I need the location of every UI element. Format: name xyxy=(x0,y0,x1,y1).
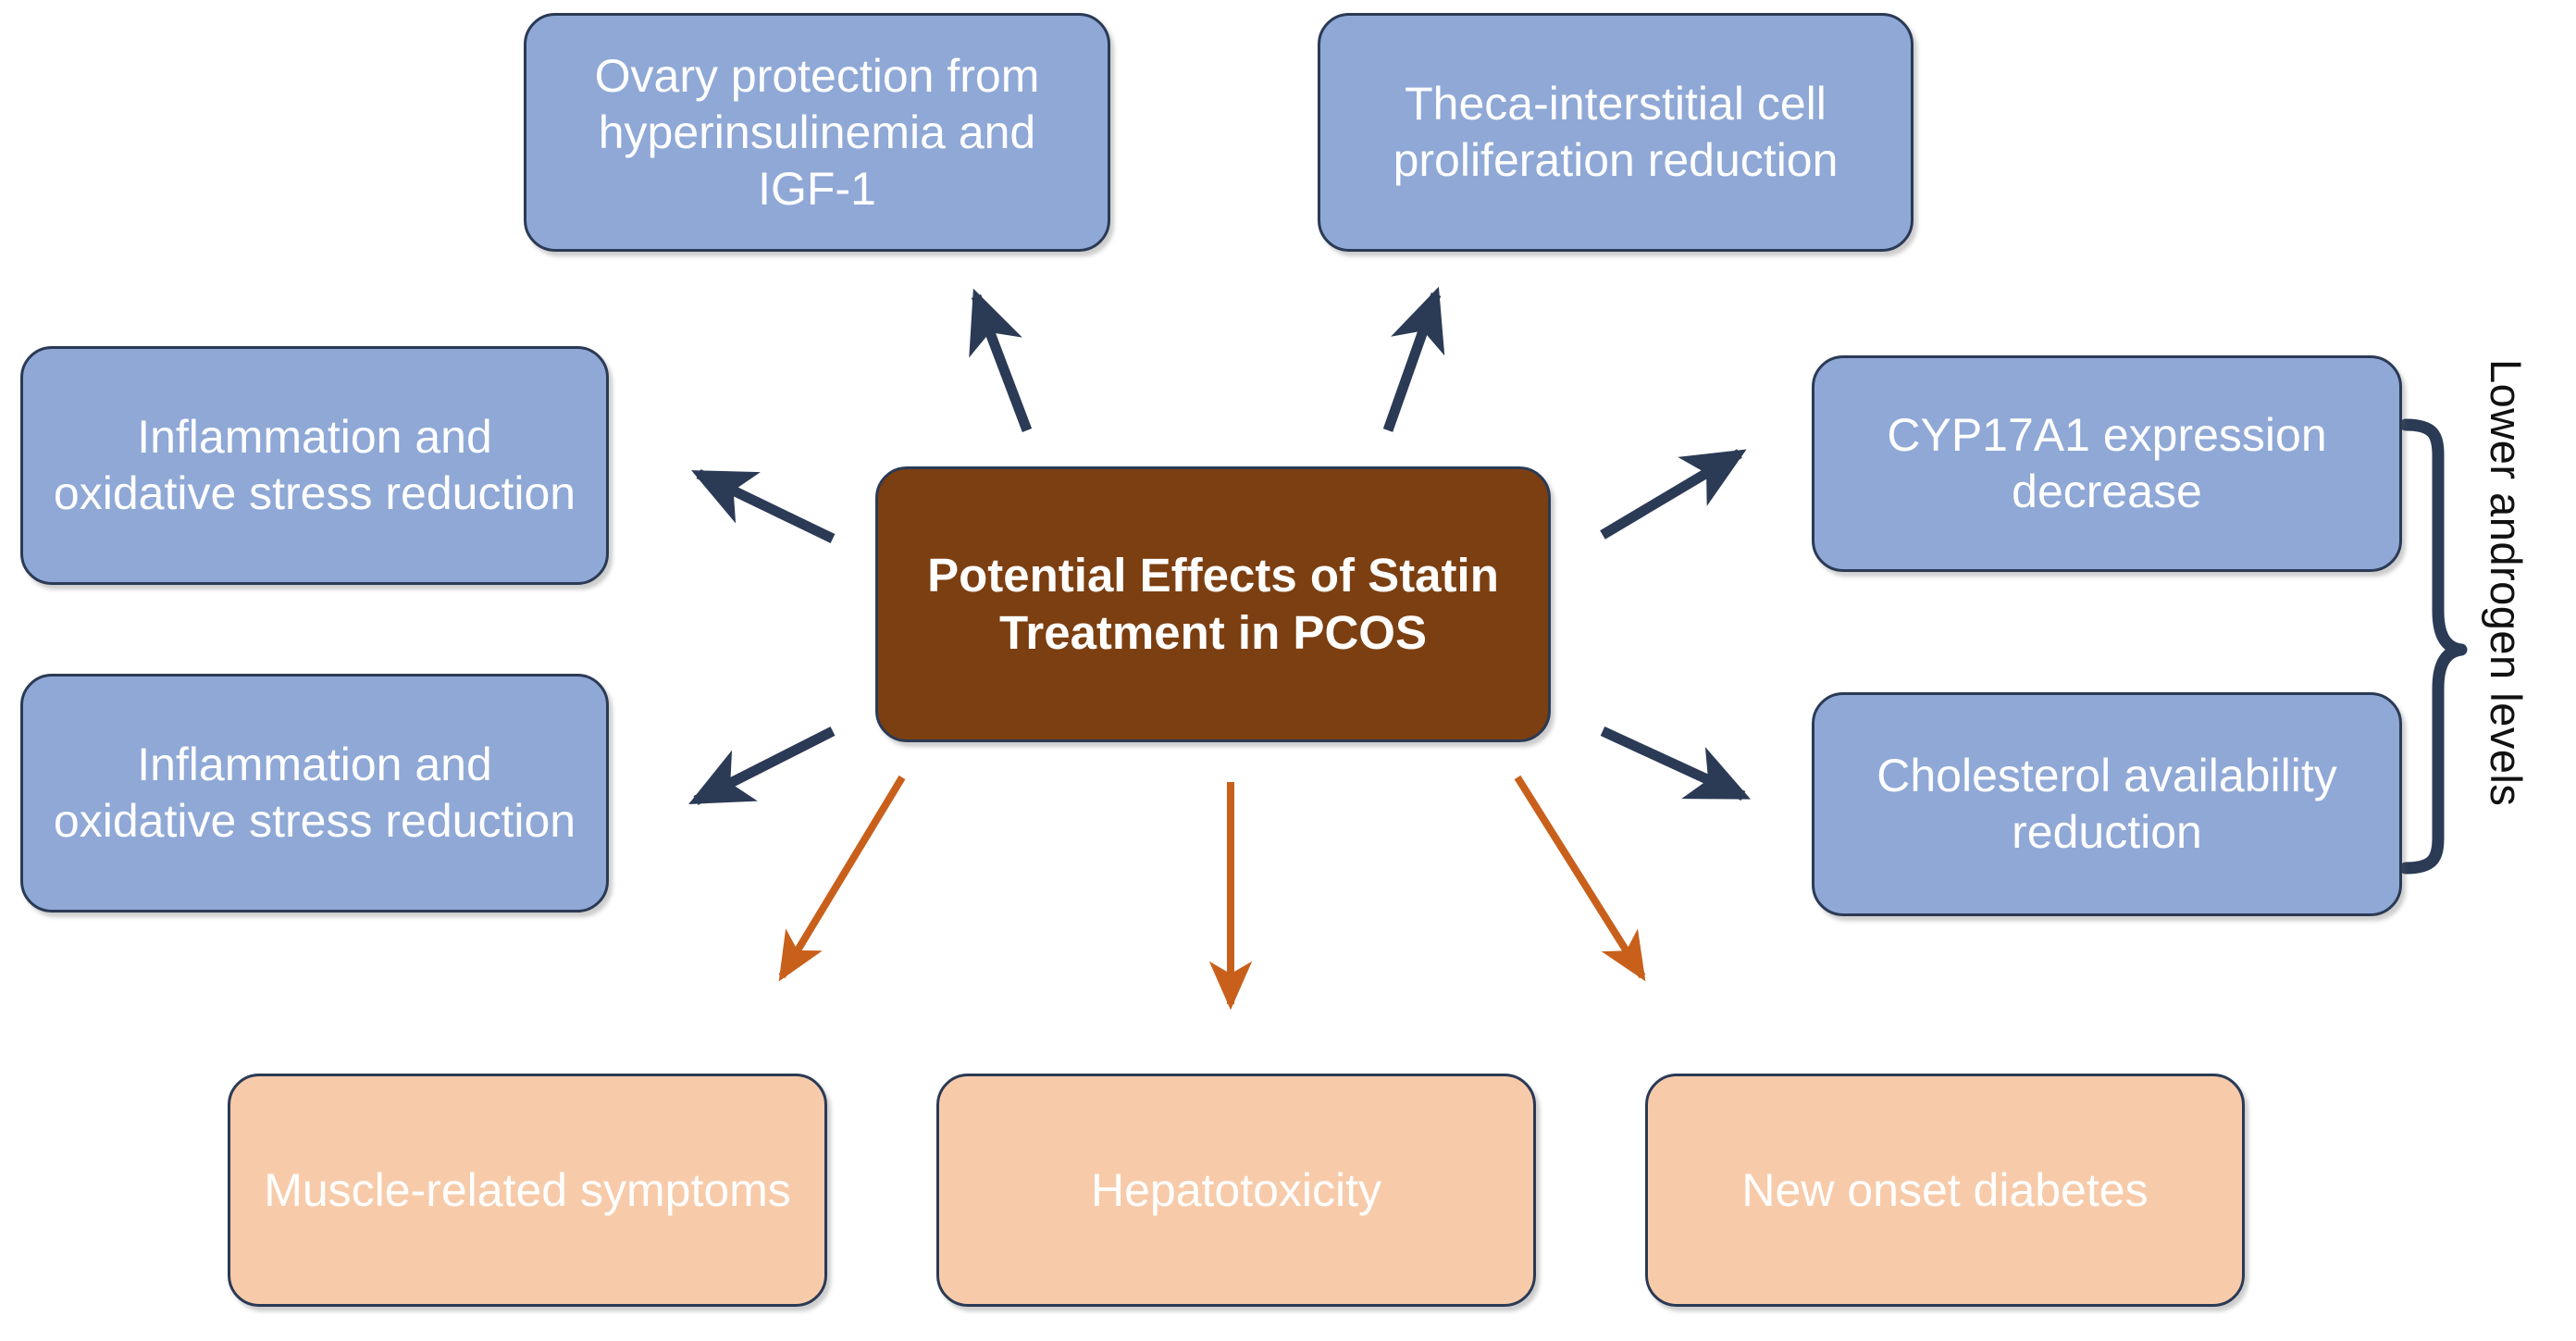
node-cyp17a1-decrease[interactable]: CYP17A1 expression decrease xyxy=(1812,355,2402,572)
arrow-to-theca-reduction xyxy=(1382,286,1445,432)
arrow-to-cholesterol-reduction xyxy=(1600,726,1751,801)
androgen-bracket xyxy=(2399,418,2468,875)
node-cholesterol-reduction[interactable]: Cholesterol availability reduction xyxy=(1812,692,2402,916)
node-ovary-protection[interactable]: Ovary protection from hyperinsulinemia a… xyxy=(524,13,1110,252)
node-hepatotoxicity-label: Hepatotoxicity xyxy=(1090,1163,1382,1216)
node-ovary-protection-label: Ovary protection from hyperinsulinemia a… xyxy=(594,49,1040,215)
arrow-to-inflammation-lower xyxy=(688,726,836,805)
node-cyp17a1-decrease-label: CYP17A1 expression decrease xyxy=(1887,409,2327,517)
node-muscle-symptoms[interactable]: Muscle-related symptoms xyxy=(228,1074,827,1307)
androgen-bracket-label: Lower androgen levels xyxy=(2482,359,2531,807)
node-theca-reduction-label: Theca-interstitial cell proliferation re… xyxy=(1393,78,1839,186)
node-inflammation-upper-label: Inflammation and oxidative stress reduct… xyxy=(53,411,576,519)
node-theca-reduction[interactable]: Theca-interstitial cell proliferation re… xyxy=(1318,13,1913,252)
node-cholesterol-reduction-label: Cholesterol availability reduction xyxy=(1876,750,2337,858)
node-muscle-symptoms-label: Muscle-related symptoms xyxy=(264,1163,791,1216)
node-inflammation-lower[interactable]: Inflammation and oxidative stress reduct… xyxy=(20,674,609,913)
node-center-statin-effects[interactable]: Potential Effects of Statin Treatment in… xyxy=(875,466,1551,742)
arrow-to-inflammation-upper xyxy=(691,469,836,543)
arrow-to-muscle-symptoms xyxy=(778,775,906,982)
node-center-label: Potential Effects of Statin Treatment in… xyxy=(927,548,1499,659)
arrow-to-new-onset-diabetes xyxy=(1514,775,1646,982)
arrow-to-ovary-protection xyxy=(969,288,1033,432)
node-new-onset-diabetes-label: New onset diabetes xyxy=(1741,1163,2149,1216)
node-new-onset-diabetes[interactable]: New onset diabetes xyxy=(1645,1074,2245,1307)
node-inflammation-lower-label: Inflammation and oxidative stress reduct… xyxy=(53,739,576,847)
node-hepatotoxicity[interactable]: Hepatotoxicity xyxy=(936,1074,1536,1307)
node-inflammation-upper[interactable]: Inflammation and oxidative stress reduct… xyxy=(20,346,609,585)
arrow-to-cyp17a1-decrease xyxy=(1600,449,1747,540)
